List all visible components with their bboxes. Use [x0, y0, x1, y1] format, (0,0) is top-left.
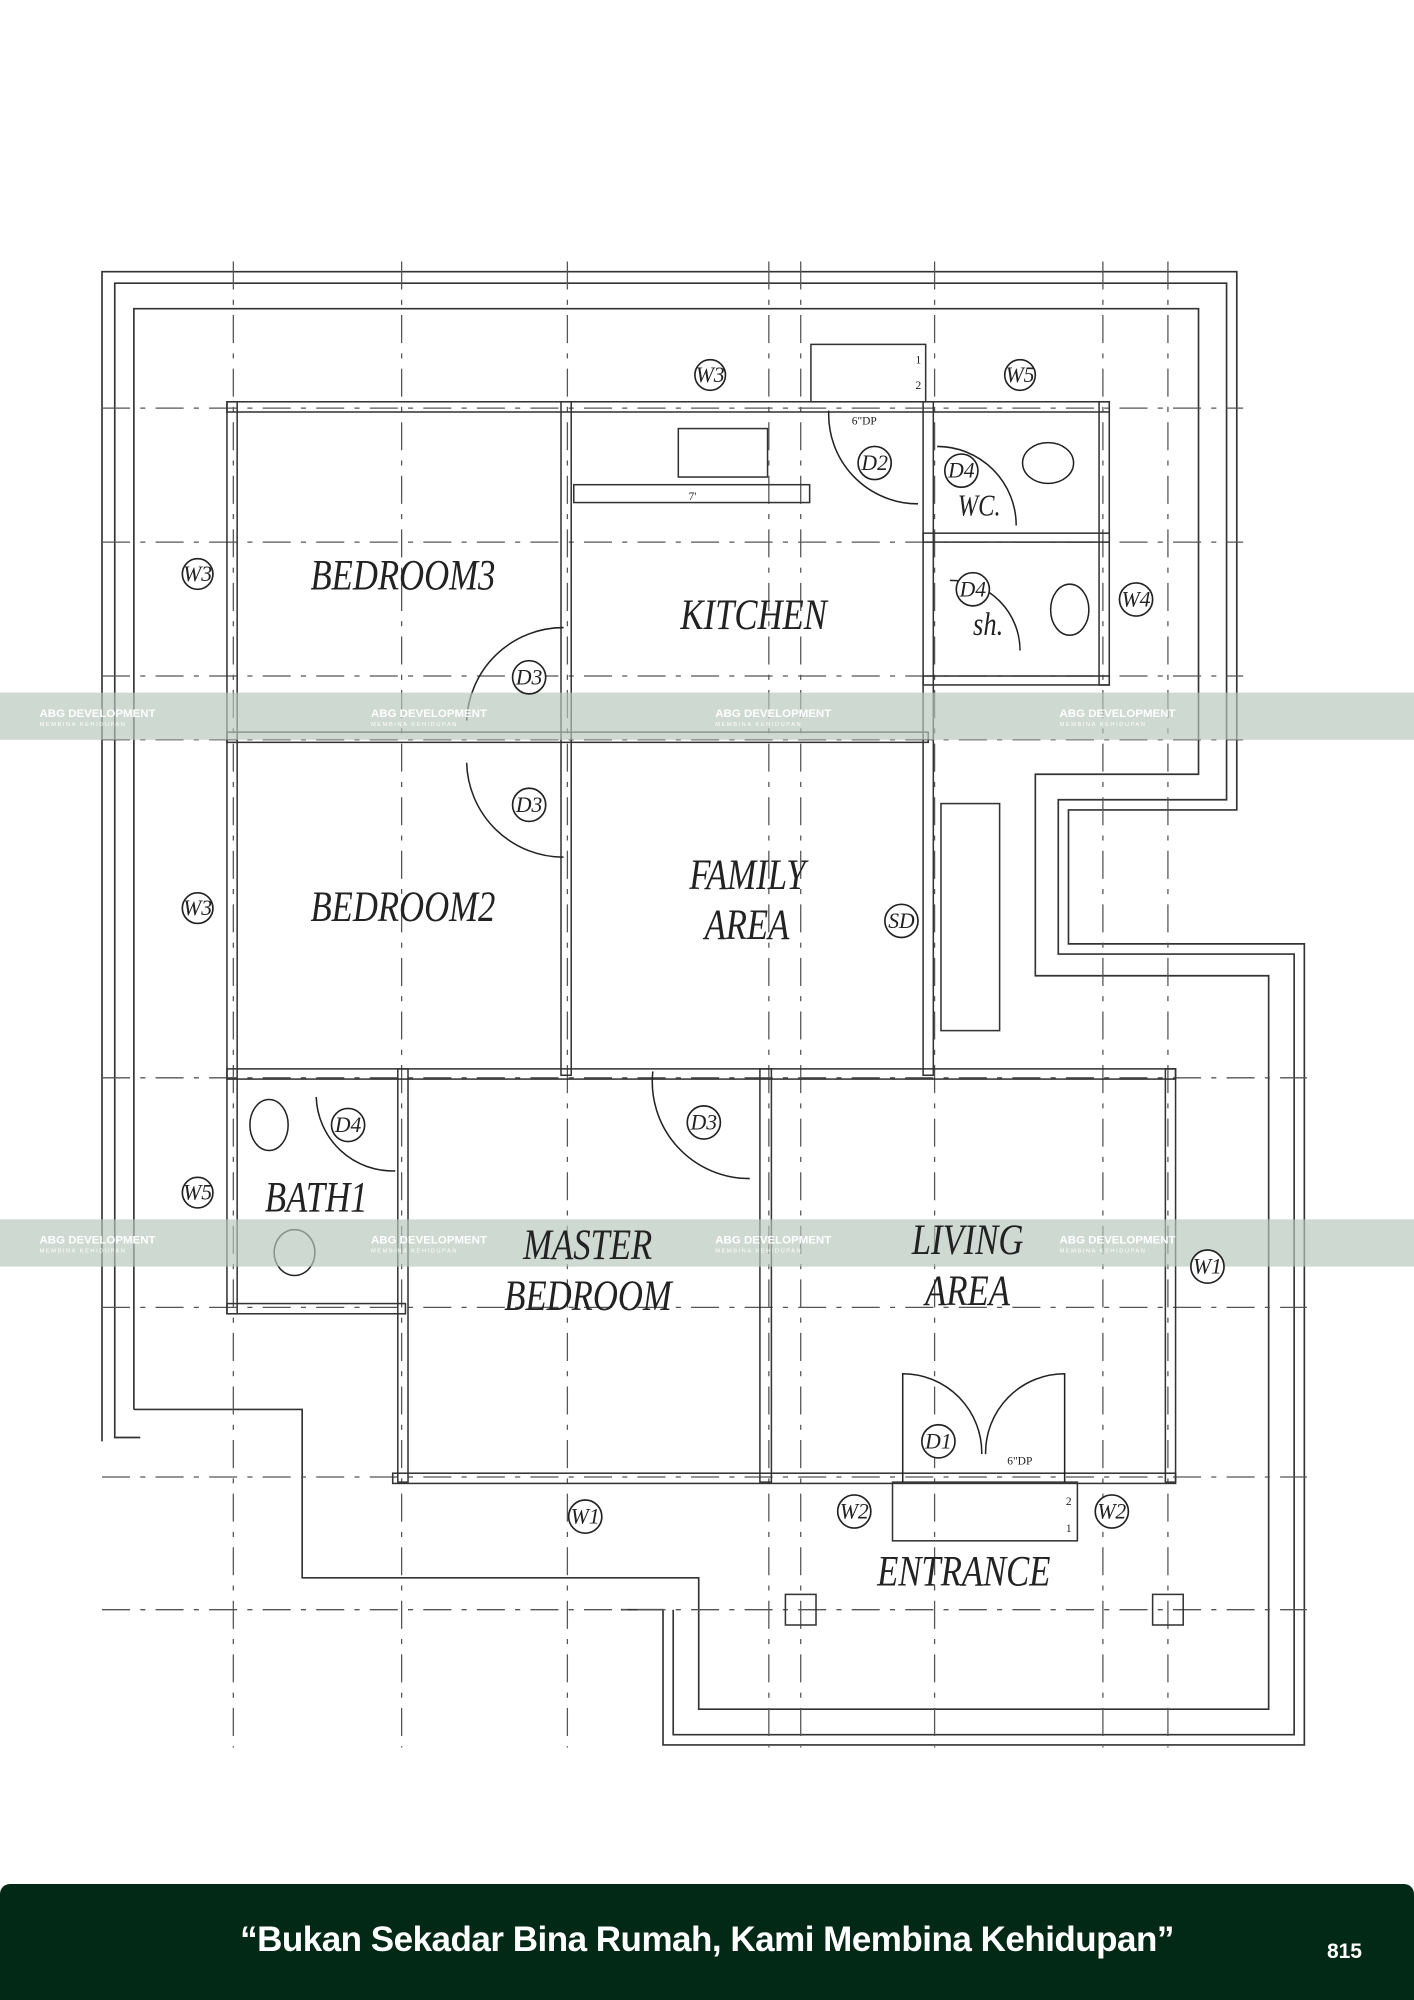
svg-text:ABG DEVELOPMENT: ABG DEVELOPMENT: [371, 1235, 487, 1247]
svg-text:MEMBINA KEHIDUPAN: MEMBINA KEHIDUPAN: [715, 1249, 802, 1255]
room-label-bedroom3: BEDROOM3: [310, 552, 495, 599]
svg-text:W3: W3: [183, 562, 212, 586]
tag-door: D3: [511, 787, 547, 823]
roof-outline: [101, 270, 1306, 1746]
svg-text:MEMBINA KEHIDUPAN: MEMBINA KEHIDUPAN: [371, 722, 458, 728]
svg-text:D2: D2: [860, 451, 888, 475]
footer-quote: “Bukan Sekadar Bina Rumah, Kami Membina …: [240, 1920, 1174, 1959]
tag-window: W1: [1190, 1249, 1225, 1284]
tag-window: W5: [1003, 358, 1037, 392]
svg-text:ABG DEVELOPMENT: ABG DEVELOPMENT: [40, 708, 156, 720]
svg-text:W3: W3: [183, 896, 212, 920]
room-label-kitchen: KITCHEN: [680, 591, 829, 638]
svg-text:D1: D1: [924, 1429, 951, 1453]
svg-text:D3: D3: [515, 665, 543, 689]
step-number: 1: [1066, 1523, 1072, 1535]
tag-door: D1: [921, 1423, 956, 1459]
tag-window: W2: [836, 1494, 872, 1529]
tag-door: D3: [511, 659, 547, 695]
svg-text:ABG DEVELOPMENT: ABG DEVELOPMENT: [371, 708, 487, 720]
watermark-logos: ABG DEVELOPMENT MEMBINA KEHIDUPAN ABG DEV…: [40, 708, 1176, 1255]
svg-text:MEMBINA KEHIDUPAN: MEMBINA KEHIDUPAN: [715, 722, 802, 728]
tag-window: W4: [1118, 582, 1154, 617]
svg-text:W1: W1: [571, 1505, 600, 1529]
tag-door: D4: [943, 453, 979, 489]
drop-annotation: 6"DP: [852, 416, 877, 428]
svg-text:W2: W2: [1097, 1499, 1126, 1523]
svg-text:ABG DEVELOPMENT: ABG DEVELOPMENT: [1060, 1235, 1176, 1247]
walls: [226, 343, 1184, 1626]
tag-door: D3: [686, 1105, 722, 1140]
svg-text:D4: D4: [947, 459, 975, 483]
svg-text:D3: D3: [515, 793, 543, 817]
room-label-wc: WC.: [958, 488, 1001, 522]
step-number: 2: [915, 380, 921, 392]
svg-text:MEMBINA KEHIDUPAN: MEMBINA KEHIDUPAN: [1060, 722, 1147, 728]
svg-text:MEMBINA KEHIDUPAN: MEMBINA KEHIDUPAN: [1060, 1249, 1147, 1255]
tag-window: W3: [694, 358, 727, 392]
counter-dimension: 7': [689, 491, 697, 503]
svg-text:D4: D4: [959, 577, 987, 601]
page-number: 815: [1326, 1940, 1362, 1963]
room-label-family-1: FAMILY: [689, 851, 810, 898]
svg-text:W1: W1: [1193, 1255, 1222, 1279]
svg-text:ABG DEVELOPMENT: ABG DEVELOPMENT: [715, 708, 831, 720]
room-label-bedroom2: BEDROOM2: [310, 883, 495, 930]
tag-window: W3: [181, 892, 214, 925]
tag-window: W5: [181, 1176, 214, 1209]
tag-door: D2: [857, 445, 893, 481]
room-label-bath1: BATH1: [265, 1174, 368, 1221]
watermark-band: [0, 692, 1414, 1267]
room-label-shower: sh.: [973, 606, 1003, 642]
svg-text:ABG DEVELOPMENT: ABG DEVELOPMENT: [715, 1235, 831, 1247]
step-number: 2: [1066, 1496, 1072, 1508]
step-number: 1: [915, 355, 921, 367]
room-label-family-2: AREA: [702, 901, 790, 948]
tag-door: D4: [330, 1107, 366, 1143]
room-label-master-1: MASTER: [522, 1221, 652, 1268]
svg-text:W4: W4: [1122, 587, 1151, 611]
tag-sliding-door: SD: [884, 903, 919, 939]
room-label-entrance: ENTRANCE: [876, 1548, 1050, 1595]
tag-window: W1: [567, 1499, 603, 1534]
room-label-living-1: LIVING: [911, 1216, 1024, 1263]
svg-text:ABG DEVELOPMENT: ABG DEVELOPMENT: [40, 1235, 156, 1247]
footer-banner: “Bukan Sekadar Bina Rumah, Kami Membina …: [0, 1884, 1414, 2000]
room-label-living-2: AREA: [923, 1267, 1011, 1314]
svg-text:D3: D3: [690, 1110, 718, 1134]
svg-text:W3: W3: [696, 363, 725, 387]
tag-door: D4: [955, 571, 991, 607]
svg-text:SD: SD: [888, 909, 915, 933]
svg-text:MEMBINA KEHIDUPAN: MEMBINA KEHIDUPAN: [40, 722, 127, 728]
svg-text:W2: W2: [840, 1499, 869, 1523]
svg-text:MEMBINA KEHIDUPAN: MEMBINA KEHIDUPAN: [40, 1249, 127, 1255]
svg-text:D4: D4: [334, 1113, 362, 1137]
room-label-master-2: BEDROOM: [504, 1272, 674, 1319]
svg-text:ABG DEVELOPMENT: ABG DEVELOPMENT: [1060, 708, 1176, 720]
drop-annotation: 6"DP: [1007, 1455, 1032, 1467]
tag-window: W3: [181, 557, 214, 591]
tag-window: W2: [1094, 1494, 1130, 1529]
svg-text:W5: W5: [1006, 363, 1035, 387]
svg-text:MEMBINA KEHIDUPAN: MEMBINA KEHIDUPAN: [371, 1249, 458, 1255]
svg-text:W5: W5: [183, 1181, 212, 1205]
